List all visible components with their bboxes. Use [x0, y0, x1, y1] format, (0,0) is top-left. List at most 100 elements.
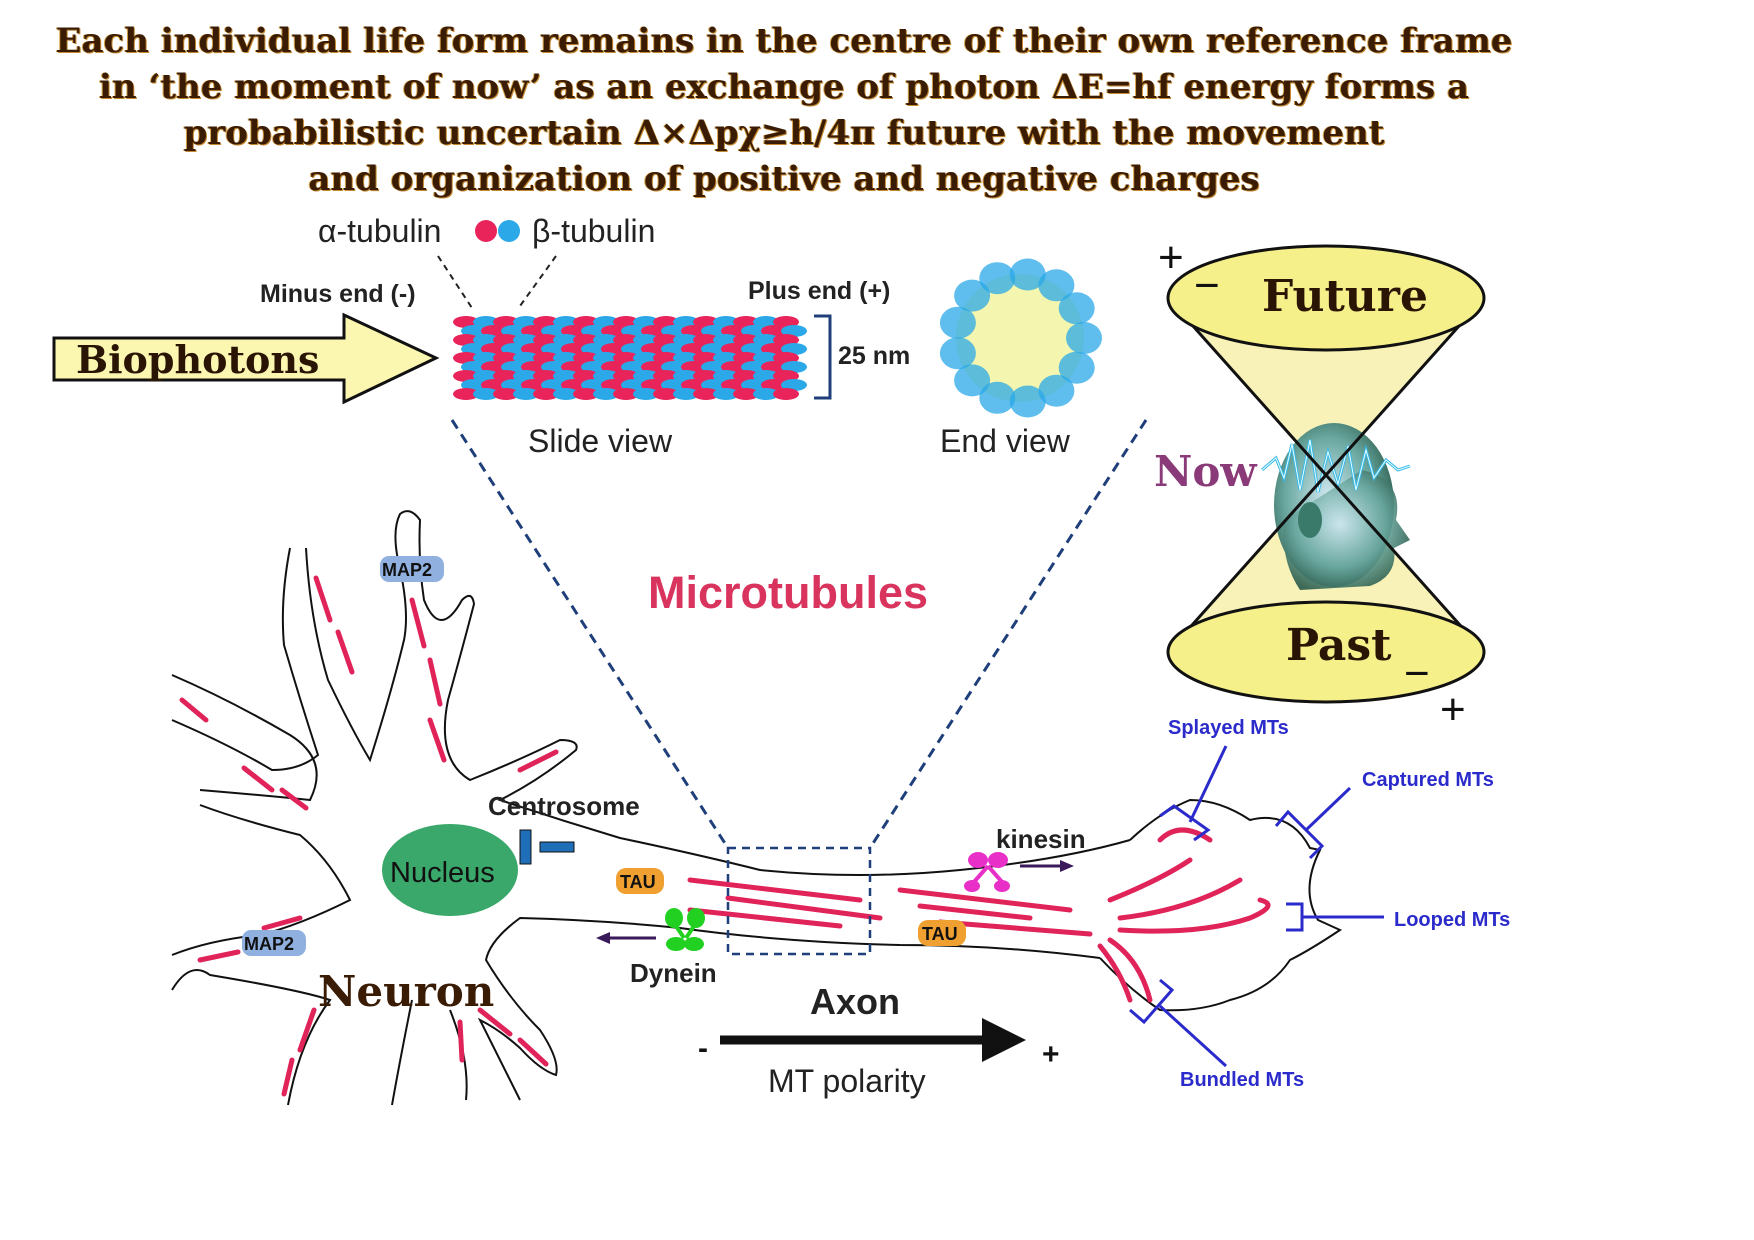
tubulin-subunit	[721, 343, 747, 355]
tubulin-subunit	[693, 370, 719, 382]
centriole-horizontal	[539, 841, 575, 853]
tubulin-subunit	[573, 388, 599, 400]
end-view-subunit	[1038, 269, 1075, 302]
slide-view-label: Slide view	[528, 423, 673, 459]
tubulin-subunit	[661, 379, 687, 391]
tubulin-subunit	[581, 343, 607, 355]
now-label: Now	[1154, 447, 1257, 496]
cone-minus-bottom: −	[1404, 649, 1430, 698]
tubulin-subunit	[473, 388, 499, 400]
tau-badge-left	[616, 868, 664, 894]
end-view-subunit	[979, 381, 1016, 414]
tubulin-subunit	[461, 361, 487, 373]
biophotons-label: Biophotons	[76, 337, 319, 382]
tubulin-subunit	[693, 388, 719, 400]
tubulin-subunit	[513, 316, 539, 328]
microtubules-label: Microtubules	[648, 567, 928, 618]
tau-label-right: TAU	[922, 924, 958, 944]
end-view-subunit	[1038, 374, 1075, 407]
tubulin-subunit	[633, 370, 659, 382]
alpha-pointer	[437, 255, 473, 309]
tubulin-subunit	[773, 334, 799, 346]
tubulin-subunit	[693, 316, 719, 328]
tubulin-subunit	[493, 316, 519, 328]
tubulin-subunit	[541, 325, 567, 337]
tubulin-subunit	[621, 361, 647, 373]
future-disc	[1166, 244, 1486, 352]
tubulin-subunit	[721, 379, 747, 391]
tubulin-subunit	[673, 370, 699, 382]
tubulin-subunit	[693, 334, 719, 346]
tubulin-subunit	[521, 325, 547, 337]
tubulin-subunit	[613, 352, 639, 364]
tubulin-subunit	[461, 343, 487, 355]
dynein-motor	[665, 908, 705, 951]
tubulin-subunit	[781, 343, 807, 355]
tubulin-subunit	[513, 388, 539, 400]
tubulin-subunit	[561, 343, 587, 355]
tubulin-subunit	[561, 361, 587, 373]
tubulin-subunit	[741, 325, 767, 337]
tubulin-subunit	[701, 361, 727, 373]
tubulin-subunit	[553, 388, 579, 400]
tubulin-subunit	[681, 379, 707, 391]
tubulin-subunit	[493, 352, 519, 364]
tubulin-subunit	[541, 361, 567, 373]
tubulin-subunit	[713, 388, 739, 400]
tubulin-subunit	[501, 343, 527, 355]
tubulin-subunit	[601, 343, 627, 355]
end-view-subunit	[1058, 351, 1095, 384]
tubulin-subunit	[733, 370, 759, 382]
tubulin-subunit	[733, 388, 759, 400]
tubulin-subunit	[593, 370, 619, 382]
tubulin-subunit	[473, 316, 499, 328]
tubulin-subunit	[573, 370, 599, 382]
end-view-subunit	[1009, 385, 1046, 418]
diagram: Each individual life form remains in the…	[52, 21, 1513, 1106]
map2-badge-bottom	[242, 930, 306, 956]
tubulin-subunit	[673, 388, 699, 400]
tubulin-subunit	[521, 361, 547, 373]
cone-plus-top: +	[1158, 233, 1184, 282]
tubulin-subunit	[593, 334, 619, 346]
tubulin-subunit	[753, 388, 779, 400]
tubulin-subunit	[753, 316, 779, 328]
tubulin-subunit	[573, 334, 599, 346]
tubulin-subunit	[633, 352, 659, 364]
title-line-1: Each individual life form remains in the…	[55, 21, 1513, 61]
beta-pointer	[519, 255, 557, 307]
tubulin-subunit	[493, 388, 519, 400]
tubulin-subunit	[641, 343, 667, 355]
tubulin-subunit	[521, 379, 547, 391]
tubulin-subunit	[613, 334, 639, 346]
tubulin-subunit	[753, 352, 779, 364]
tubulin-subunit	[653, 334, 679, 346]
tubulin-subunit	[681, 343, 707, 355]
tubulin-subunit	[501, 361, 527, 373]
tubulin-subunit	[501, 325, 527, 337]
tubulin-subunit	[541, 379, 567, 391]
tubulin-subunit	[633, 334, 659, 346]
tubulin-subunit	[473, 334, 499, 346]
tubulin-subunit	[553, 316, 579, 328]
past-disc	[1166, 600, 1486, 704]
tubulin-subunit	[661, 343, 687, 355]
tubulin-subunit	[713, 316, 739, 328]
end-view-subunit	[1058, 292, 1095, 325]
map2-label-bottom: MAP2	[244, 934, 294, 954]
end-view-subunit	[979, 262, 1016, 295]
minus-end-label: Minus end (-)	[260, 280, 416, 308]
kinesin-motor	[964, 852, 1010, 892]
tubulin-subunit	[601, 361, 627, 373]
end-view-subunit	[939, 306, 976, 339]
polarity-plus: +	[1042, 1038, 1060, 1071]
tubulin-subunit	[481, 343, 507, 355]
tubulin-subunit	[653, 316, 679, 328]
diameter-label: 25 nm	[838, 342, 910, 370]
tubulin-subunit	[773, 388, 799, 400]
tubulin-subunit	[461, 325, 487, 337]
tubulin-subunit	[653, 352, 679, 364]
tubulin-subunit	[753, 370, 779, 382]
bundled-mts-label: Bundled MTs	[1180, 1069, 1304, 1091]
tubulin-subunit	[613, 316, 639, 328]
